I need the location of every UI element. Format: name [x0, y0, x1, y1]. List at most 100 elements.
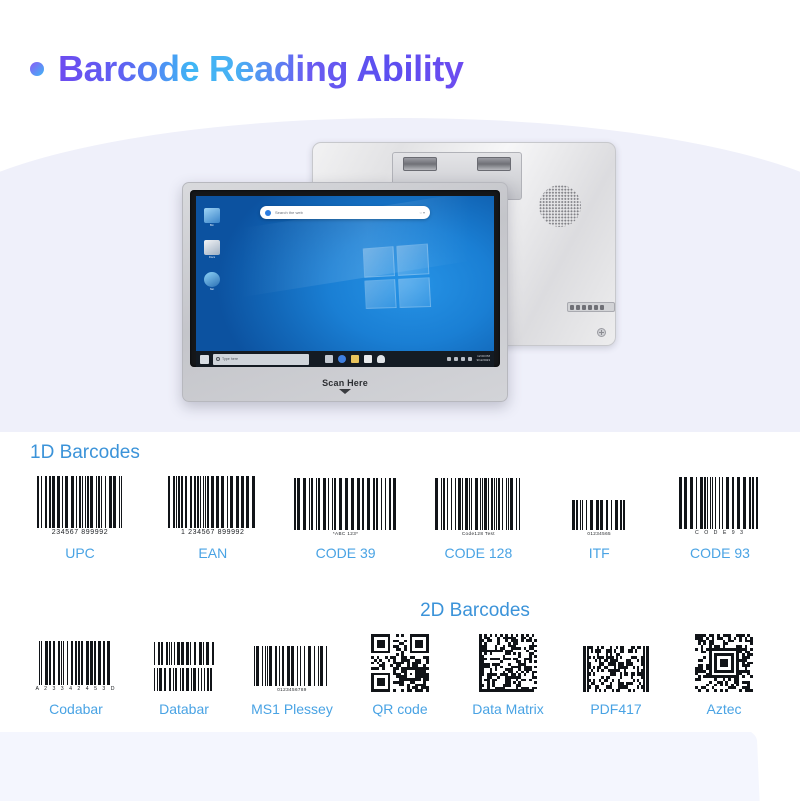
desktop-icons: Bin Docs Net: [203, 208, 221, 291]
volume-icon: [460, 357, 465, 361]
barcode-bars: [254, 646, 330, 686]
taskbar: Type here 12: [196, 351, 494, 367]
task-view-icon: [325, 355, 333, 363]
barcode-human-readable-text: 01234565: [587, 531, 611, 536]
barcode-bars: [167, 476, 258, 528]
taskbar-clock[interactable]: 12:00 PM 9/12/2023: [476, 354, 490, 362]
barcode-type-label: CODE 128: [444, 545, 513, 561]
bullet-dot-icon: [30, 62, 44, 76]
scan-here-strip: Scan Here: [183, 371, 507, 401]
barcode-type-label: Data Matrix: [472, 701, 544, 717]
barcode-bars: [571, 500, 627, 530]
device-screen: Bin Docs Net Search the web ○ ▾: [196, 196, 494, 367]
file-explorer-icon: [204, 240, 220, 255]
barcode-bars: [39, 641, 113, 685]
vesa-clamp-right: [477, 157, 511, 171]
barcode-bars: [434, 478, 522, 530]
page-title: Barcode Reading Ability: [58, 48, 464, 89]
barcode-human-readable-text: 1 234567 899992: [181, 529, 245, 536]
barcode-bars: [294, 478, 397, 530]
barcode-human-readable-text: 234567 899992: [51, 529, 109, 536]
speaker-grille-icon: [539, 185, 581, 227]
barcode-type-label: PDF417: [590, 701, 642, 717]
section-heading-2d: 2D Barcodes: [420, 600, 530, 621]
windows-start-icon[interactable]: [200, 354, 209, 364]
barcode-item: QR code: [346, 634, 454, 717]
pdf417-symbol: [583, 646, 649, 692]
taskbar-apps[interactable]: [325, 355, 385, 363]
desktop-icon-label: Net: [209, 288, 215, 291]
barcode-human-readable-text: *ABC 123*: [332, 531, 359, 536]
vesa-clamp-left: [403, 157, 437, 171]
desktop-icon-network[interactable]: Net: [203, 272, 221, 291]
desktop-icon-label: Docs: [208, 256, 216, 259]
screw-icon: [597, 328, 606, 337]
barcode-human-readable-text: A 2 3 3 4 2 4 5 3 D: [35, 686, 117, 692]
io-ports-icon: [567, 302, 615, 312]
barcode-type-label: CODE 39: [315, 545, 376, 561]
display-bezel: Bin Docs Net Search the web ○ ▾: [190, 190, 500, 367]
qr-matrix: [371, 634, 429, 692]
recycle-bin-icon: [204, 208, 220, 223]
barcode-item: C O D E 9 3 CODE 93: [662, 477, 778, 561]
network-globe-icon: [204, 272, 220, 287]
mail-icon: [377, 355, 385, 363]
search-widget-icon: [265, 209, 271, 216]
desktop-search-bar[interactable]: Search the web ○ ▾: [260, 206, 430, 219]
datamatrix-matrix: [479, 634, 537, 692]
device-front-view: Bin Docs Net Search the web ○ ▾: [182, 182, 508, 402]
barcode-bars-stacked: [153, 642, 215, 692]
search-input-placeholder: Search the web: [275, 210, 303, 215]
system-tray[interactable]: 12:00 PM 9/12/2023: [446, 354, 490, 362]
windows-logo-wallpaper: [362, 243, 431, 309]
barcode-type-label: Codabar: [49, 701, 103, 717]
barcode-item: Data Matrix: [454, 634, 562, 717]
scan-here-label: Scan Here: [322, 378, 368, 388]
barcode-type-label: UPC: [65, 545, 95, 561]
barcode-item: A 2 3 3 4 2 4 5 3 D Codabar: [22, 641, 130, 717]
network-icon: [453, 357, 458, 361]
barcode-item: Aztec: [670, 634, 778, 717]
page-header: Barcode Reading Ability: [30, 48, 464, 90]
search-icon: [216, 357, 220, 361]
barcode-item: *ABC 123* CODE 39: [288, 478, 404, 561]
battery-icon: [467, 357, 472, 361]
barcode-human-readable-text: 0123456789: [277, 687, 307, 692]
taskbar-search-input[interactable]: Type here: [213, 353, 309, 365]
desktop-icon-label: Bin: [209, 224, 215, 227]
barcode-type-label: Aztec: [706, 701, 742, 717]
file-explorer-icon: [351, 355, 359, 363]
search-bar-controls-icon[interactable]: ○ ▾: [419, 210, 425, 215]
barcode-type-label: EAN: [198, 545, 228, 561]
barcode-type-label: QR code: [372, 701, 428, 717]
barcode-type-label: ITF: [588, 545, 610, 561]
barcode-row-2d: A 2 3 3 4 2 4 5 3 D Codabar Databar 0123456…: [0, 634, 800, 717]
barcode-human-readable-text: Code128 Test: [461, 531, 495, 536]
desktop-icon-recycle-bin[interactable]: Bin: [203, 208, 221, 227]
section-heading-1d: 1D Barcodes: [30, 442, 140, 463]
section-2d-barcodes: 2D Barcodes A 2 3 3 4 2 4 5 3 D Codabar Da…: [0, 600, 800, 717]
desktop-icon-file-explorer[interactable]: Docs: [203, 240, 221, 259]
barcode-bars: [678, 477, 761, 529]
barcode-item: PDF417: [562, 646, 670, 717]
product-image: Bin Docs Net Search the web ○ ▾: [0, 126, 800, 432]
edge-browser-icon: [338, 355, 346, 363]
chevron-up-icon: [446, 357, 451, 361]
taskbar-search-placeholder: Type here: [222, 357, 238, 361]
barcode-bars: [37, 476, 123, 528]
caret-down-icon: [339, 389, 351, 394]
barcode-human-readable-text: C O D E 9 3: [695, 530, 745, 536]
barcode-type-label: MS1 Plessey: [251, 701, 333, 717]
camera-icon: [364, 355, 372, 363]
barcode-type-label: CODE 93: [690, 545, 750, 561]
aztec-matrix: [695, 634, 753, 692]
barcode-item: Databar: [130, 642, 238, 717]
barcode-type-label: Databar: [159, 701, 209, 717]
